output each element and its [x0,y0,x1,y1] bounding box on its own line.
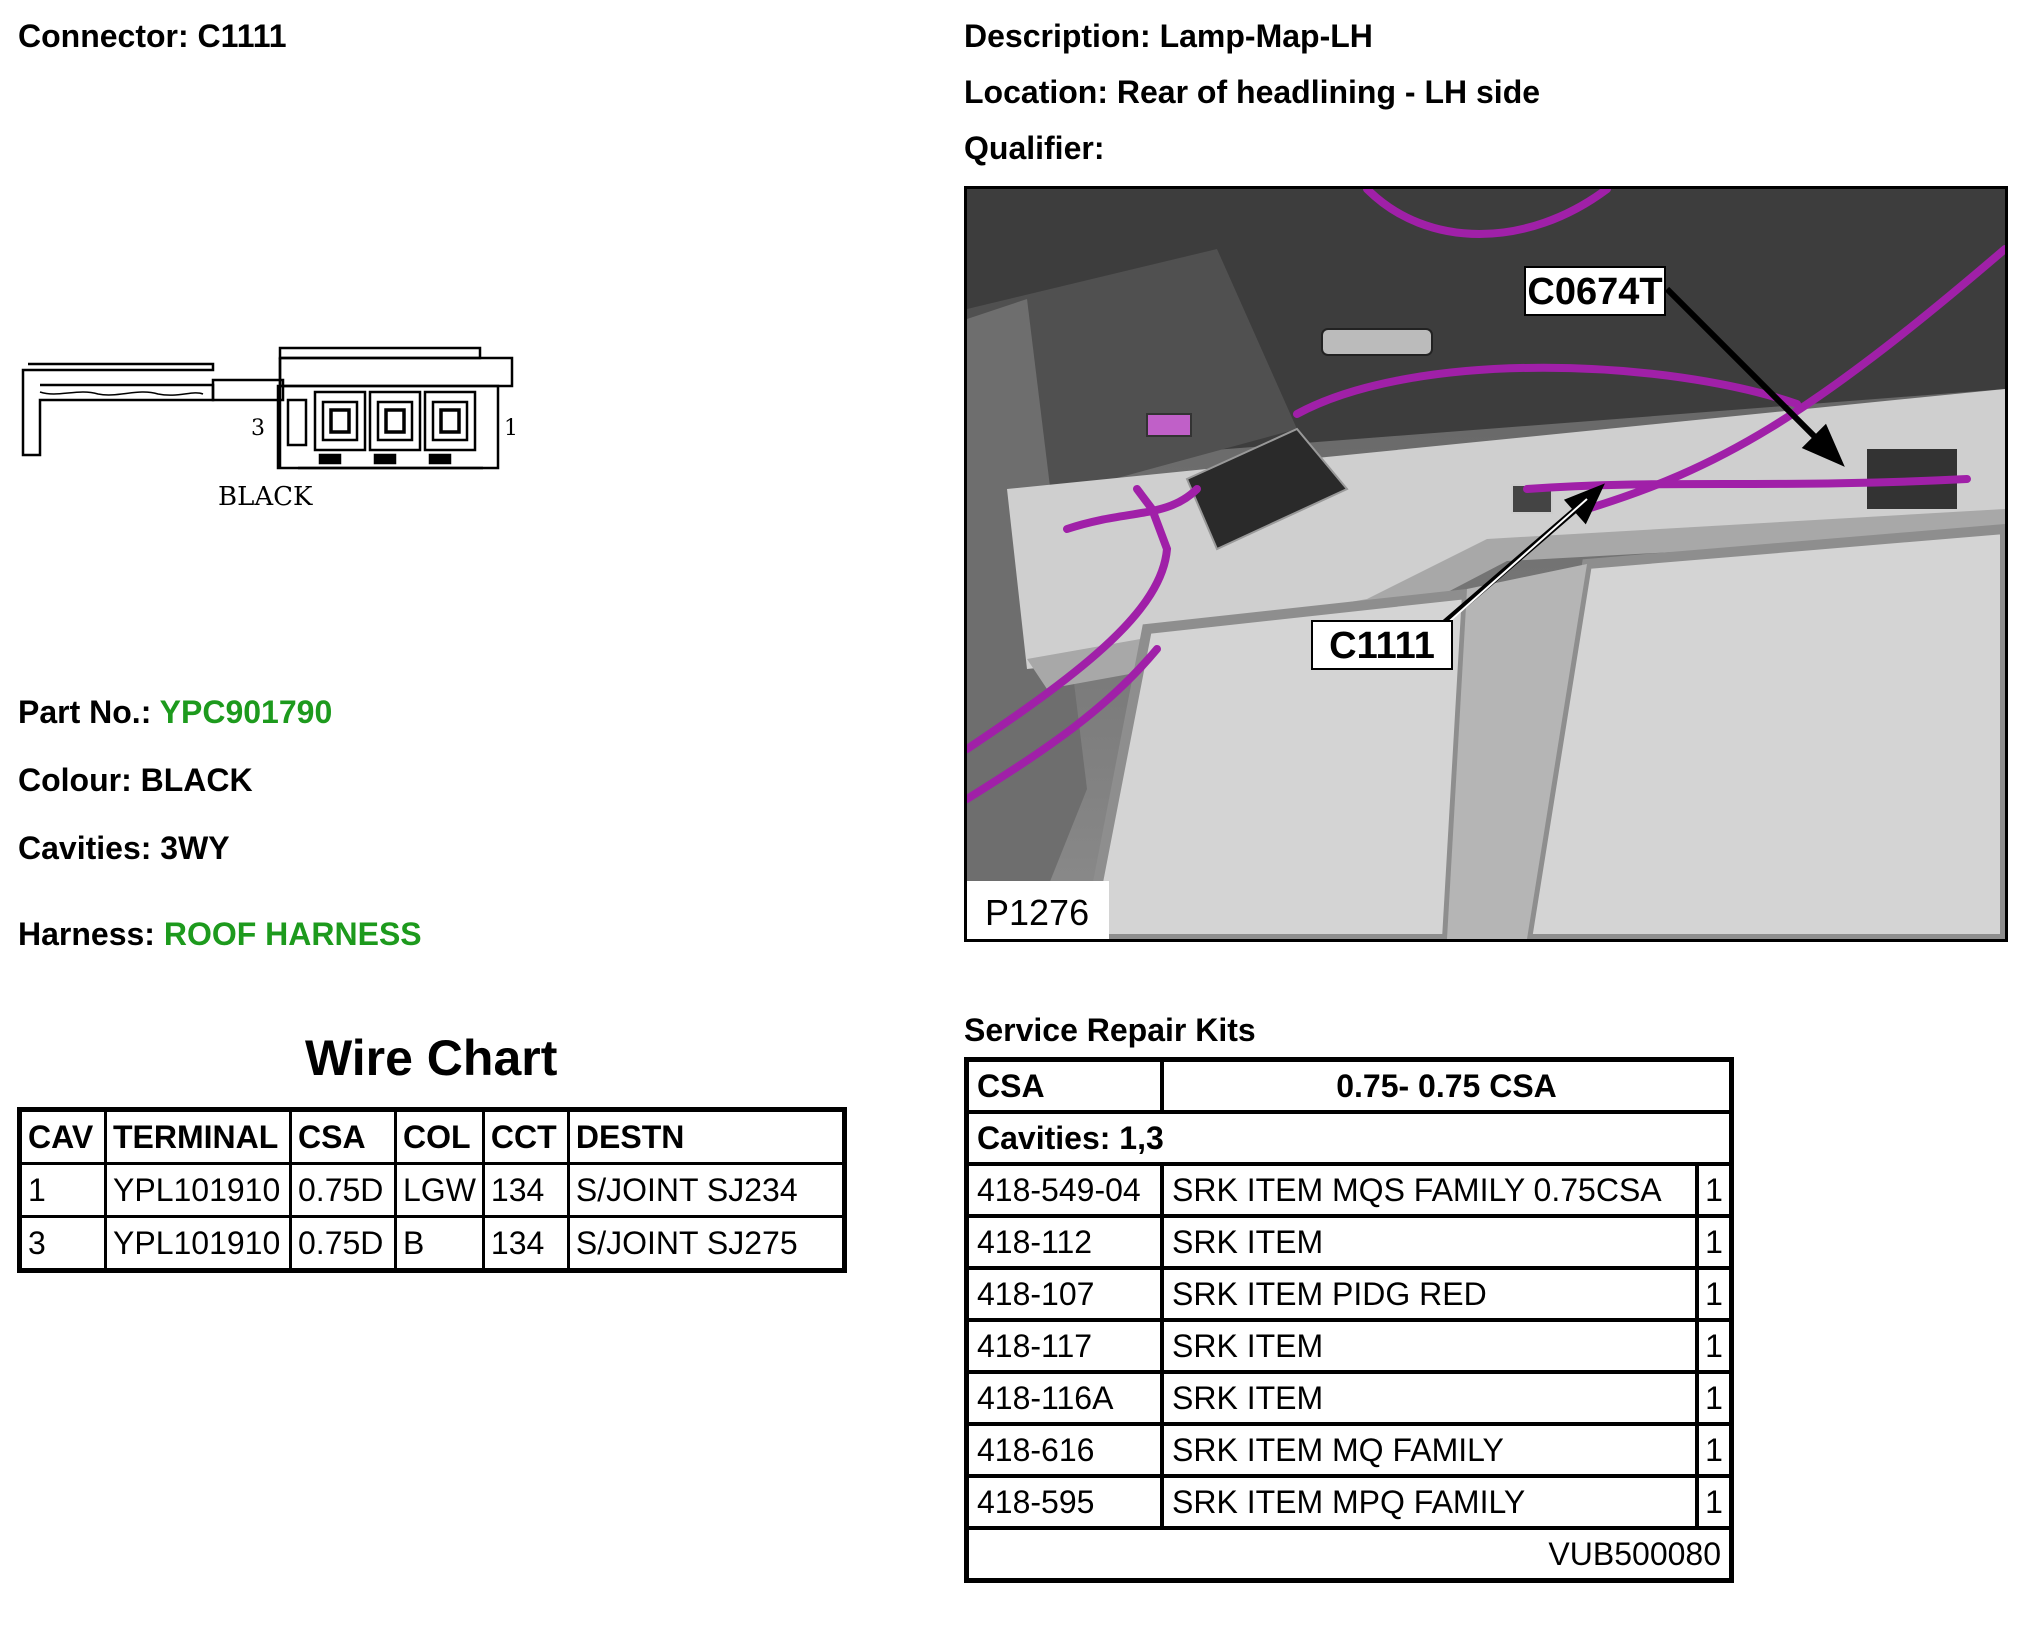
harness-line: Harness: ROOF HARNESS [18,914,422,954]
srk-code: 418-107 [964,1266,1164,1322]
col-csa: CSA [289,1108,397,1165]
srk-csa-label: CSA [964,1057,1164,1114]
colour-value: BLACK [140,762,253,798]
description-label: Description: [964,18,1151,54]
srk-code: 418-616 [964,1422,1164,1478]
cell-cav: 1 [18,1162,107,1218]
cell-col: B [394,1215,485,1272]
cavities-value: 3WY [160,830,230,866]
srk-qty: 1 [1695,1162,1734,1218]
cell-terminal: YPL101910 [104,1215,292,1272]
colour-line: Colour: BLACK [18,760,253,800]
location-line: Location: Rear of headlining - LH side [964,72,1540,112]
srk-code: 418-112 [964,1214,1164,1270]
pin-label-3: 3 [251,416,265,441]
table-row: 418-107 SRK ITEM PIDG RED 1 [964,1266,1734,1322]
srk-qty: 1 [1695,1422,1734,1478]
callout-c1111: C1111 [1329,625,1435,667]
description-line: Description: Lamp-Map-LH [964,16,1373,56]
srk-qty: 1 [1695,1214,1734,1270]
connector-value: C1111 [197,18,287,54]
connector-face-svg: 3 1 BLACK [21,346,518,512]
cell-csa: 0.75D [289,1162,397,1218]
srk-code: 418-549-04 [964,1162,1164,1218]
qualifier-label: Qualifier: [964,130,1105,166]
connector-label: Connector: [18,18,189,54]
srk-desc: SRK ITEM MQ FAMILY [1160,1422,1699,1478]
srk-title: Service Repair Kits [964,1012,1256,1048]
part-no-value[interactable]: YPC901790 [159,694,333,730]
srk-code: 418-595 [964,1474,1164,1530]
srk-footer-row: VUB500080 [964,1526,1734,1583]
srk-desc: SRK ITEM [1160,1318,1699,1374]
connector-drawing: 3 1 BLACK [18,340,538,520]
srk-cavities: Cavities: 1,3 [964,1110,1734,1166]
table-row: 3 YPL101910 0.75D B 134 S/JOINT SJ275 [18,1215,847,1272]
pin-label-1: 1 [504,416,518,441]
wire-chart-title: Wire Chart [305,1030,558,1086]
harness-label: Harness: [18,916,155,952]
srk-qty: 1 [1695,1474,1734,1530]
cell-destn: S/JOINT SJ275 [566,1215,847,1272]
table-row: 418-116A SRK ITEM 1 [964,1370,1734,1426]
srk-code: 418-116A [964,1370,1164,1426]
cell-destn: S/JOINT SJ234 [566,1162,847,1218]
cell-cct: 134 [481,1215,570,1272]
part-no-label: Part No.: [18,694,152,730]
table-row: 418-117 SRK ITEM 1 [964,1318,1734,1374]
col-cav: CAV [18,1108,107,1165]
photo-ref: P1276 [985,892,1089,933]
cavities-line: Cavities: 3WY [18,828,230,868]
srk-csa-value: 0.75- 0.75 CSA [1160,1057,1734,1114]
srk-table: CSA 0.75- 0.75 CSA Cavities: 1,3 418-549… [964,1057,1734,1583]
srk-desc: SRK ITEM [1160,1214,1699,1270]
table-row: 418-549-04 SRK ITEM MQS FAMILY 0.75CSA 1 [964,1162,1734,1218]
srk-qty: 1 [1695,1318,1734,1374]
location-value: Rear of headlining - LH side [1116,74,1541,110]
cell-cct: 134 [481,1162,570,1218]
colour-label: Colour: [18,762,132,798]
table-row: 418-112 SRK ITEM 1 [964,1214,1734,1270]
wire-chart-header-row: CAV TERMINAL CSA COL CCT DESTN [18,1108,847,1165]
srk-desc: SRK ITEM PIDG RED [1160,1266,1699,1322]
part-no-line: Part No.: YPC901790 [18,692,332,732]
location-photo-svg: C0674T C1111 P1276 [967,189,2005,939]
srk-desc: SRK ITEM MQS FAMILY 0.75CSA [1160,1162,1699,1218]
wire-chart-table: CAV TERMINAL CSA COL CCT DESTN 1 YPL1019… [17,1107,847,1273]
srk-desc: SRK ITEM MPQ FAMILY [1160,1474,1699,1530]
connector-line: Connector: C1111 [18,16,287,56]
callout-c0674t: C0674T [1527,271,1662,313]
col-destn: DESTN [566,1108,847,1165]
cell-csa: 0.75D [289,1215,397,1272]
table-row: 1 YPL101910 0.75D LGW 134 S/JOINT SJ234 [18,1162,847,1218]
srk-qty: 1 [1695,1266,1734,1322]
col-col: COL [394,1108,485,1165]
qualifier-line: Qualifier: [964,128,1104,168]
cavities-label: Cavities: [18,830,152,866]
location-photo: C0674T C1111 P1276 [964,186,2008,942]
col-terminal: TERMINAL [104,1108,292,1165]
srk-cavities-row: Cavities: 1,3 [964,1110,1734,1166]
cell-cav: 3 [18,1215,107,1272]
table-row: 418-616 SRK ITEM MQ FAMILY 1 [964,1422,1734,1478]
drawing-colour-caption: BLACK [218,482,313,512]
srk-footer: VUB500080 [964,1526,1734,1583]
srk-desc: SRK ITEM [1160,1370,1699,1426]
srk-code: 418-117 [964,1318,1164,1374]
harness-value[interactable]: ROOF HARNESS [163,916,422,952]
table-row: 418-595 SRK ITEM MPQ FAMILY 1 [964,1474,1734,1530]
srk-csa-row: CSA 0.75- 0.75 CSA [964,1057,1734,1114]
cell-terminal: YPL101910 [104,1162,292,1218]
cell-col: LGW [394,1162,485,1218]
srk-qty: 1 [1695,1370,1734,1426]
col-cct: CCT [481,1108,570,1165]
description-value: Lamp-Map-LH [1159,18,1373,54]
location-label: Location: [964,74,1108,110]
